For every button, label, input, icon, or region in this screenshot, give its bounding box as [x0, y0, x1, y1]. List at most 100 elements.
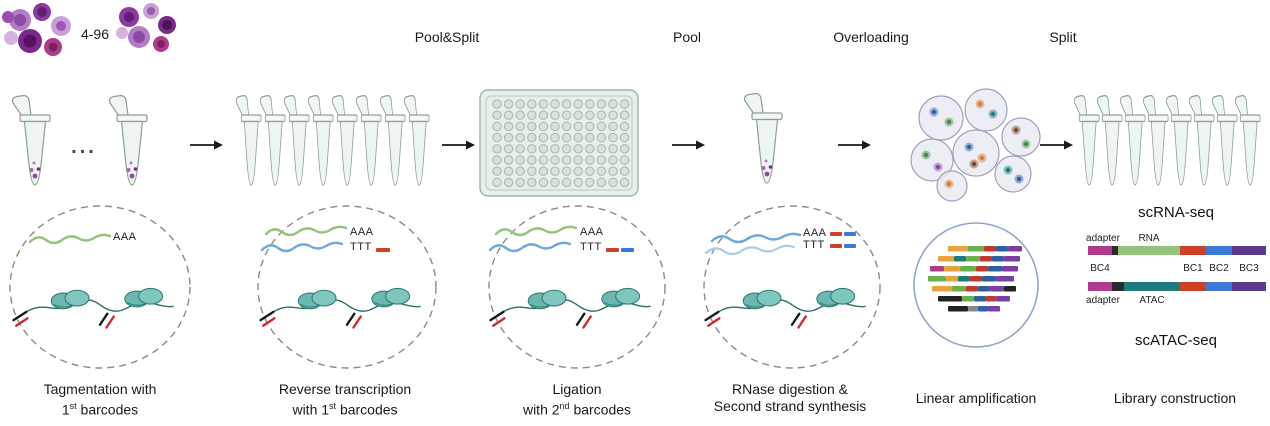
zoom-reverse-transcription — [257, 205, 437, 369]
label-pool: Pool — [672, 29, 702, 45]
polya-label: AAA — [350, 226, 374, 238]
atac-insert-segment — [1124, 282, 1180, 291]
bc4-label: BC4 — [1090, 263, 1110, 274]
rna-adapter-label: adapter — [1086, 233, 1120, 244]
ordinal-suffix: st — [329, 401, 337, 411]
dashed-ellipse-4 — [703, 205, 881, 369]
rna-linker-segment — [1112, 246, 1118, 255]
bc1-label: BC1 — [1183, 263, 1203, 274]
bc1-barcode-segment — [606, 248, 619, 252]
arrow-overloading — [837, 139, 872, 151]
polya-label: AAA — [113, 231, 137, 243]
bc2-barcode-segment — [844, 244, 856, 248]
caption-line-1: Ligation — [552, 381, 602, 397]
atac-linker-segment — [1112, 282, 1124, 291]
ordinal-suffix: st — [69, 401, 77, 411]
cdna-strand — [710, 232, 802, 244]
arrow-split — [1039, 139, 1074, 151]
arrow-pool — [671, 139, 706, 151]
rna-insert-label: RNA — [1138, 233, 1160, 244]
chromatin-3 — [491, 288, 651, 327]
well-plate-96 — [479, 89, 639, 197]
atac-bc3-segment — [1232, 282, 1266, 291]
caption-linear-amplification: Linear amplification — [886, 390, 1066, 407]
atac-adapter-segment — [1088, 282, 1112, 291]
bc2-label: BC2 — [1209, 263, 1229, 274]
caption-line-1: Tagmentation with — [43, 381, 157, 397]
ordinal-suffix: nd — [559, 401, 570, 411]
caption-line-2: 1st barcodes — [61, 401, 139, 418]
chromatin-4 — [706, 288, 866, 327]
tube-row-pool-split — [235, 94, 430, 186]
overloaded-droplets — [910, 88, 1041, 202]
input-cells-cluster-a — [2, 3, 71, 56]
caption-library-construction: Library construction — [1085, 390, 1265, 407]
caption-line-1: RNase digestion & — [732, 381, 848, 397]
rna-strand — [264, 225, 348, 237]
sample-tube-1 — [13, 96, 51, 186]
zoom-second-strand — [703, 205, 881, 369]
label-pool-split: Pool&Split — [414, 29, 480, 45]
amplification-circle — [913, 222, 1039, 348]
pool-tube — [745, 94, 783, 184]
label-split: Split — [1049, 29, 1077, 45]
second-strand — [704, 244, 796, 256]
polya-label: AAA — [803, 227, 827, 239]
rna-bc3-segment — [1232, 246, 1266, 255]
dashed-ellipse-3 — [488, 205, 666, 369]
arrow-step1-step2 — [189, 139, 224, 151]
rna-strand — [494, 225, 578, 237]
caption-line-1: Reverse transcription — [278, 381, 412, 397]
rna-adapter-segment — [1088, 246, 1112, 255]
caption-line-1: Library construction — [1113, 390, 1237, 406]
library-construct-atac — [1088, 282, 1266, 291]
rna-bc1-segment — [1180, 246, 1206, 255]
rna-strand — [28, 233, 112, 245]
chromatin-1 — [14, 288, 174, 327]
caption-line-2: with 2nd barcodes — [522, 401, 632, 418]
polya-label: AAA — [580, 226, 604, 238]
polyt-label: TTT — [580, 241, 602, 253]
plate-wells — [492, 99, 630, 188]
caption-line-2: Second strand synthesis — [713, 398, 867, 414]
atac-adapter-label: adapter — [1086, 295, 1120, 306]
bc1-barcode-segment — [830, 232, 842, 236]
rna-bc2-segment — [1206, 246, 1232, 255]
caption-tagmentation: Tagmentation with 1st barcodes — [10, 381, 190, 419]
atac-insert-label: ATAC — [1139, 295, 1165, 306]
tube-row-split — [1073, 94, 1261, 186]
caption-ligation: Ligation with 2nd barcodes — [487, 381, 667, 419]
zoom-ligation — [488, 205, 666, 369]
cdna-strand — [260, 241, 344, 253]
caption-rnase-digestion: RNase digestion & Second strand synthesi… — [690, 381, 890, 415]
bc2-barcode-segment — [844, 232, 856, 236]
caption-line-2: with 1st barcodes — [292, 401, 398, 418]
bc2-barcode-segment — [621, 248, 634, 252]
bc3-label: BC3 — [1239, 263, 1259, 274]
caption-reverse-transcription: Reverse transcription with 1st barcodes — [255, 381, 435, 419]
label-cell-count: 4-96 — [80, 26, 110, 42]
library-construct-rna — [1088, 246, 1266, 255]
arrow-step2-step3 — [441, 139, 476, 151]
amplified-fragments — [928, 246, 1022, 312]
polyt-label: TTT — [803, 239, 825, 251]
bc1-barcode-segment — [376, 248, 390, 252]
linear-amplification-view — [913, 222, 1039, 348]
tube-ellipsis: ... — [71, 136, 97, 158]
atac-bc1-segment — [1180, 282, 1206, 291]
rna-insert-segment — [1118, 246, 1180, 255]
input-cells-cluster-b — [116, 3, 176, 52]
chromatin-2 — [261, 288, 421, 327]
bc1-barcode-segment — [830, 244, 842, 248]
dashed-ellipse-2 — [257, 205, 437, 369]
zoom-tagmentation — [9, 205, 191, 369]
atac-bc2-segment — [1206, 282, 1232, 291]
scrna-seq-title: scRNA-seq — [1138, 204, 1214, 221]
polyt-label: TTT — [350, 241, 372, 253]
caption-line-1: Linear amplification — [915, 390, 1037, 406]
dashed-ellipse-1 — [9, 205, 191, 369]
label-overloading: Overloading — [833, 29, 909, 45]
sample-tube-2 — [110, 96, 148, 186]
